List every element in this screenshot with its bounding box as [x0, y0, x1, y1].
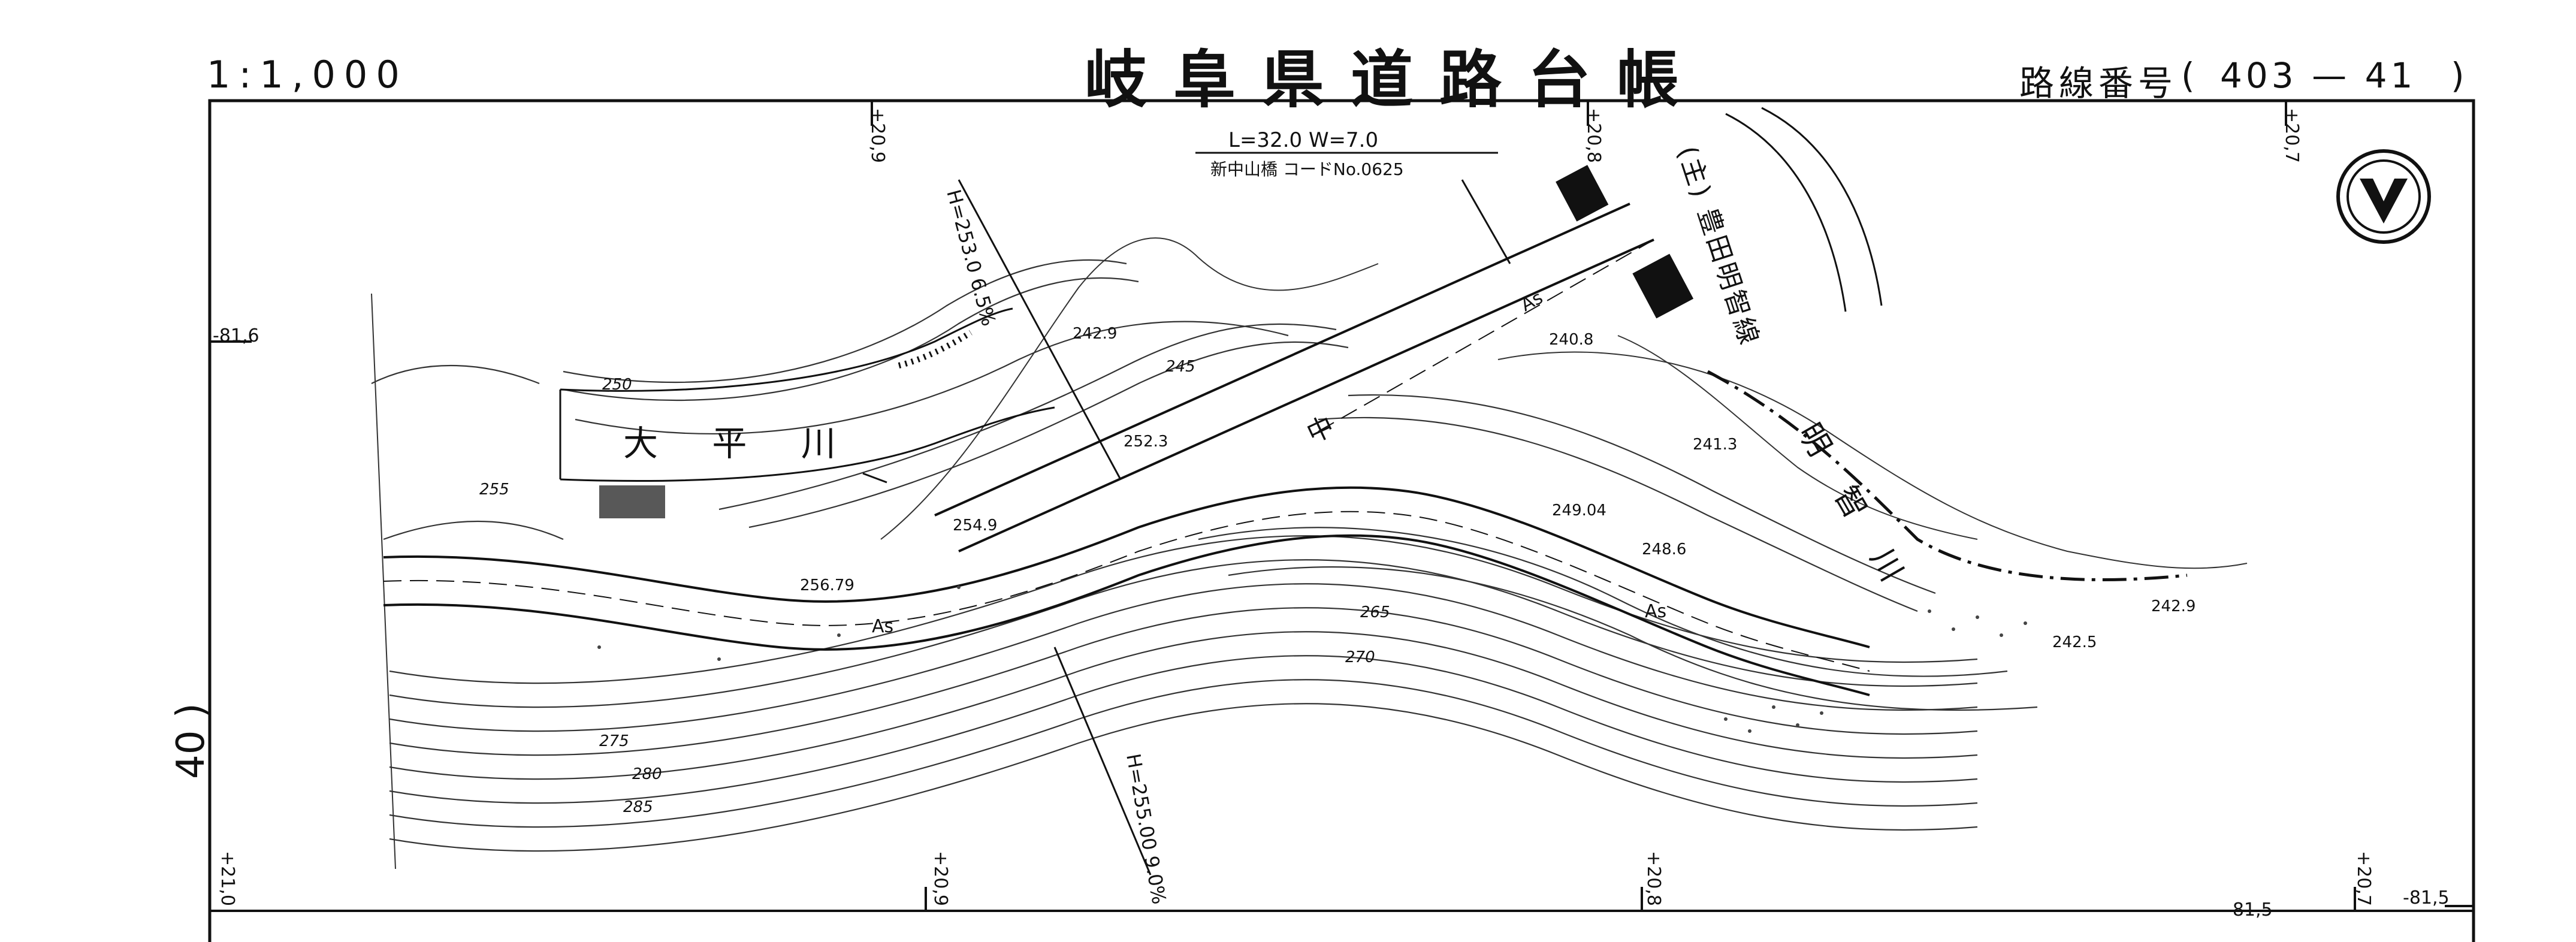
contour-labels: 250 245 255 265 270 275 280 285 — [479, 358, 1390, 816]
grid-label: -81,6 — [213, 325, 259, 346]
elevation-label: 241.3 — [1693, 436, 1737, 454]
bridge-name: 新中山橋 コードNo.0625 — [1210, 159, 1404, 179]
map-frame — [208, 99, 2475, 942]
bridge-hatch — [599, 165, 1694, 518]
contour-label: 285 — [623, 798, 653, 816]
elevation-label: 256.79 — [800, 576, 854, 594]
contour-label: 255 — [479, 481, 509, 499]
route-paren-open: ( — [2181, 55, 2195, 96]
contour-label: 275 — [599, 732, 629, 750]
grid-label: +20,9 — [930, 851, 951, 906]
grid-label: +20,8 — [1583, 108, 1604, 163]
grid-labels: +20,9 +20,8 +20,7 -81,6 +21,0 +20,9 +20,… — [213, 108, 2450, 920]
elevation-label: 242.9 — [1073, 325, 1117, 343]
grid-ticks — [210, 101, 2474, 911]
grid-label: +20,8 — [1643, 851, 1664, 906]
pavement-label: As — [872, 616, 893, 637]
contour-lines-south — [389, 527, 2038, 852]
meichi-river-label: 明 智 川 — [1791, 418, 1917, 601]
meichi-river — [1707, 370, 2188, 581]
grid-label: -81,5 — [2226, 899, 2273, 920]
route-paren-close: ) — [2451, 55, 2465, 96]
main-road-curve — [1725, 107, 1883, 312]
map-scale: 1:1,000 — [207, 53, 408, 96]
contour-label: 250 — [602, 376, 632, 394]
elevation-label: 252.3 — [1124, 433, 1168, 451]
gradient-leaders — [958, 152, 1511, 875]
elevation-label: 242.5 — [2052, 633, 2097, 651]
elevation-label: 254.9 — [953, 517, 997, 535]
elevation-labels: 242.9 240.8 241.3 252.3 254.9 256.79 249… — [800, 325, 2196, 651]
contour-label: 270 — [1345, 648, 1375, 666]
contour-label: 280 — [632, 765, 662, 783]
bridge-dimensions: L=32.0 W=7.0 — [1228, 128, 1378, 152]
prefectural-road — [383, 203, 1870, 696]
daihei-river — [559, 307, 1055, 484]
sand-fill — [597, 585, 2027, 733]
grid-label: +20,7 — [2281, 108, 2302, 163]
page-title: 岐阜県道路台帳 — [1085, 43, 1706, 116]
bridge-info: L=32.0 W=7.0 新中山橋 コードNo.0625 — [1210, 128, 1404, 179]
route-label: 中 — [1302, 410, 1339, 449]
gradient-upper: H=253.0 6.5% — [942, 187, 1000, 328]
elevation-label: 240.8 — [1549, 331, 1593, 349]
elevation-label: 249.04 — [1552, 502, 1606, 520]
elevation-label: 242.9 — [2151, 597, 2196, 615]
pavement-label: As — [1645, 601, 1666, 622]
contour-label: 245 — [1165, 358, 1195, 376]
daihei-river-label: 大 平 川 — [623, 423, 857, 464]
grid-label: +20,7 — [2353, 851, 2374, 906]
north-arrow-icon — [2336, 149, 2431, 244]
grid-label: +21,0 — [217, 851, 238, 906]
grid-label: +20,9 — [867, 108, 888, 163]
main-road-label: (主) 豊田明智線 — [1672, 143, 1765, 351]
contour-label: 265 — [1360, 603, 1390, 621]
grid-label: -81,5 — [2403, 887, 2450, 908]
route-number-value: 403 — 41 — [2220, 55, 2417, 96]
pavement-label: As — [1517, 287, 1546, 316]
elevation-label: 248.6 — [1642, 541, 1686, 558]
gradient-lower: H=255.00 9.0% — [1122, 752, 1171, 906]
route-number-label: 路線番号 — [2019, 63, 2178, 104]
contour-lines-north — [371, 259, 1936, 612]
